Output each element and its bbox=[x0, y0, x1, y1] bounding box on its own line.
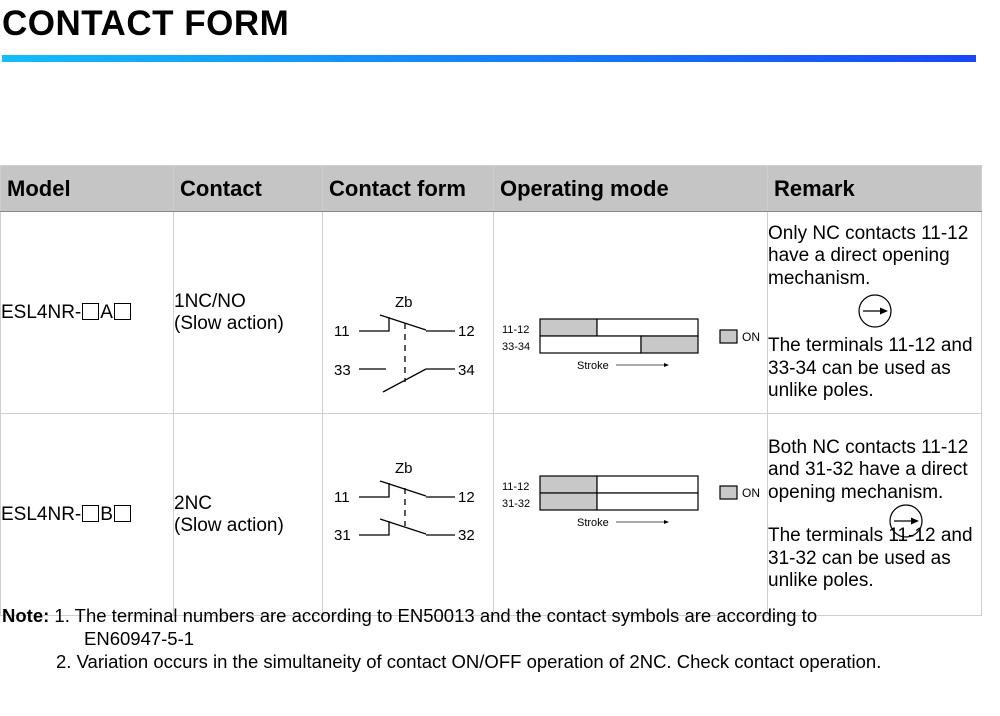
svg-text:32: 32 bbox=[458, 527, 475, 544]
contact-form-cell: Zb 11 12 33 34 bbox=[322, 211, 494, 414]
remark-unlike-poles: The terminals 11-12 and 33-34 can be use… bbox=[768, 335, 973, 401]
svg-text:33-34: 33-34 bbox=[502, 341, 530, 353]
note-label: Note: bbox=[2, 605, 50, 626]
svg-text:Zb: Zb bbox=[395, 294, 413, 311]
model-cell: ESL4NR- A bbox=[0, 211, 174, 414]
circle-arrow-right-icon bbox=[857, 294, 892, 328]
operating-mode-cell: 11-12 33-34 ON Stroke bbox=[493, 211, 768, 414]
svg-text:33: 33 bbox=[334, 362, 351, 379]
note-line-1-continued: EN60947-5-1 bbox=[84, 628, 195, 649]
contact-action: (Slow action) bbox=[174, 514, 284, 536]
svg-text:Stroke: Stroke bbox=[577, 517, 609, 529]
remark-unlike-poles: The terminals 11-12 and 31-32 can be use… bbox=[768, 525, 973, 591]
table-row: ESL4NR- A 1NC/NO (Slow action) Zb 11 12 3… bbox=[0, 211, 982, 414]
contact-form-cell: Zb 11 12 31 32 bbox=[322, 413, 494, 616]
model-letter: A bbox=[100, 301, 113, 323]
contact-action: (Slow action) bbox=[174, 312, 284, 334]
contact-cell: 1NC/NO (Slow action) bbox=[173, 211, 323, 414]
model-cell: ESL4NR- B bbox=[0, 413, 174, 616]
model-prefix: ESL4NR- bbox=[1, 301, 82, 323]
svg-text:Stroke: Stroke bbox=[577, 360, 609, 372]
table-header-row: Model Contact Contact form Operating mod… bbox=[0, 165, 982, 212]
svg-text:ON: ON bbox=[742, 486, 760, 500]
svg-text:11-12: 11-12 bbox=[502, 481, 529, 493]
notes-section: Note: 1. The terminal numbers are accord… bbox=[2, 604, 881, 673]
placeholder-box bbox=[113, 504, 131, 522]
contact-type: 2NC bbox=[174, 492, 213, 514]
contact-form-diagram-1nc-no: Zb 11 12 33 34 bbox=[334, 294, 475, 393]
operating-mode-chart-1: 11-12 33-34 ON Stroke bbox=[502, 318, 760, 372]
placeholder-box bbox=[113, 302, 131, 320]
contact-form-diagram-2nc: Zb 11 12 31 32 bbox=[334, 460, 475, 544]
operating-mode-chart-2: 11-12 31-32 ON Stroke bbox=[502, 475, 760, 529]
page-title: CONTACT FORM bbox=[2, 4, 290, 43]
placeholder-box bbox=[82, 302, 100, 320]
svg-text:31-32: 31-32 bbox=[502, 498, 530, 510]
note-line-2: 2. Variation occurs in the simultaneity … bbox=[56, 651, 882, 672]
svg-text:34: 34 bbox=[458, 362, 475, 379]
note-line-1: Note: 1. The terminal numbers are accord… bbox=[2, 605, 818, 626]
contact-type: 1NC/NO bbox=[174, 290, 246, 312]
svg-text:12: 12 bbox=[458, 323, 475, 340]
operating-mode-cell: 11-12 31-32 ON Stroke bbox=[493, 413, 768, 616]
header-model: Model bbox=[0, 165, 174, 212]
svg-text:ON: ON bbox=[742, 330, 760, 344]
remark-cell: Only NC contacts 11-12 have a direct ope… bbox=[767, 211, 982, 414]
header-contact-form: Contact form bbox=[322, 165, 494, 212]
svg-text:11-12: 11-12 bbox=[502, 324, 529, 336]
header-contact: Contact bbox=[173, 165, 323, 212]
remark-direct-opening: Both NC contacts 11-12 and 31-32 have a … bbox=[768, 436, 969, 503]
remark-cell: Both NC contacts 11-12 and 31-32 have a … bbox=[767, 413, 982, 616]
circle-arrow-right-icon bbox=[889, 503, 923, 538]
model-letter: B bbox=[100, 503, 113, 525]
svg-text:12: 12 bbox=[458, 489, 475, 506]
svg-text:31: 31 bbox=[334, 527, 351, 544]
header-remark: Remark bbox=[767, 165, 982, 212]
contact-form-table: Model Contact Contact form Operating mod… bbox=[0, 165, 982, 616]
contact-cell: 2NC (Slow action) bbox=[173, 413, 323, 616]
svg-text:11: 11 bbox=[334, 489, 350, 506]
placeholder-box bbox=[82, 504, 100, 522]
title-underline bbox=[2, 55, 976, 62]
table-row: ESL4NR- B 2NC (Slow action) Zb 11 12 31 3… bbox=[0, 413, 982, 616]
svg-text:Zb: Zb bbox=[395, 460, 413, 477]
model-prefix: ESL4NR- bbox=[1, 503, 82, 525]
remark-direct-opening: Only NC contacts 11-12 have a direct ope… bbox=[768, 222, 969, 289]
header-operating-mode: Operating mode bbox=[493, 165, 768, 212]
svg-text:11: 11 bbox=[334, 323, 350, 340]
